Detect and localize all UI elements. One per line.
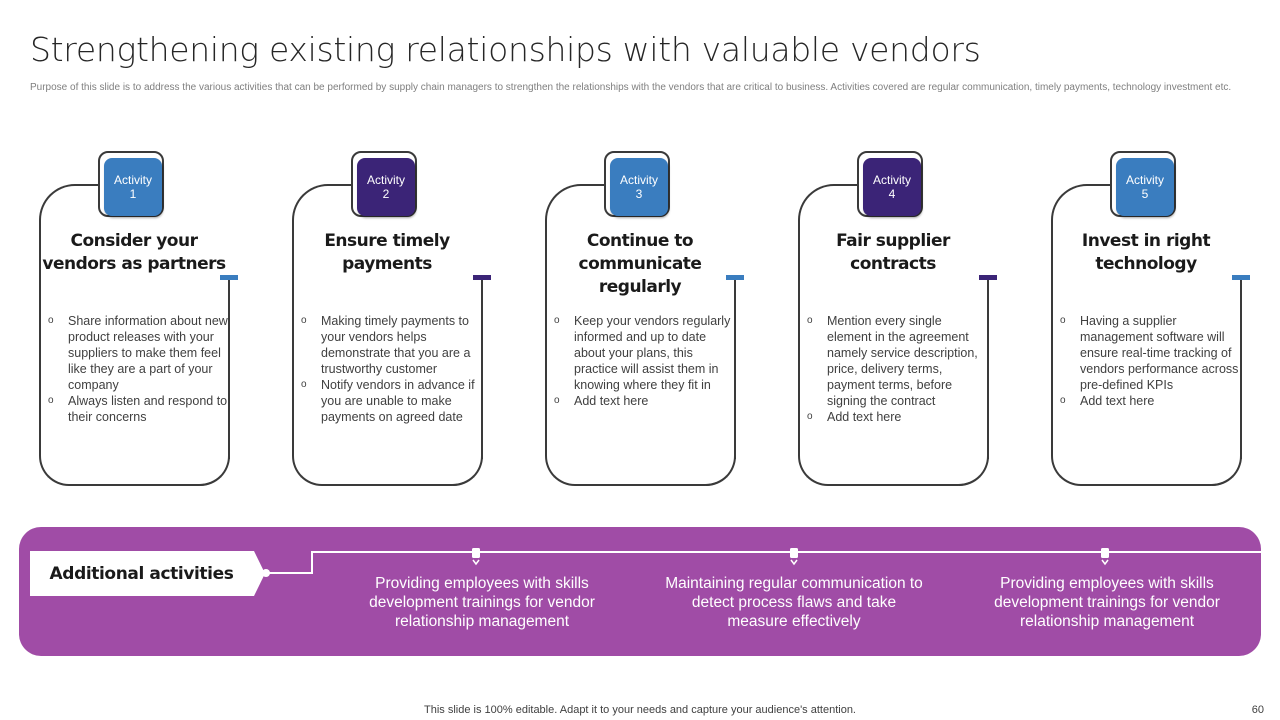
circle-bullet-icon: o [48, 315, 54, 326]
card-corner [706, 456, 736, 486]
card-corner [200, 456, 230, 486]
bullet-item: o Add text here [554, 393, 734, 409]
card-right-line [987, 277, 989, 459]
bullet-text: Add text here [574, 394, 649, 408]
activity-badge-label: Activity [619, 173, 658, 187]
activity-bullets: o Share information about new product rel… [48, 313, 228, 425]
activity-badge-number: 2 [382, 187, 390, 201]
additional-item: Providing employees with skills developm… [994, 575, 1220, 630]
card-right-line [1240, 277, 1242, 459]
additional-item: Providing employees with skills developm… [369, 575, 595, 630]
activity-bullets: o Mention every single element in the agr… [807, 313, 987, 425]
activity-heading: Consider your vendors as partners [42, 231, 226, 274]
bullet-text: Add text here [827, 410, 902, 424]
footer-note: This slide is 100% editable. Adapt it to… [424, 704, 856, 716]
slide-subtitle: Purpose of this slide is to address the … [30, 82, 1232, 93]
activity-badge-label: Activity [366, 173, 405, 187]
bullet-item: o Always listen and respond to their conc… [48, 393, 228, 425]
circle-bullet-icon: o [1060, 395, 1066, 406]
activity-badge-number: 1 [129, 187, 137, 201]
circle-bullet-icon: o [1060, 315, 1066, 326]
bullet-text: Add text here [1080, 394, 1155, 408]
activity-badge-number: 3 [635, 187, 643, 201]
circle-bullet-icon: o [807, 315, 813, 326]
bullet-item: o Add text here [1060, 393, 1240, 409]
bullet-item: o Having a supplier management software w… [1060, 313, 1240, 393]
activity-card: Activity 4 Fair supplier contracts o Ment… [789, 150, 1000, 490]
card-t-cap [726, 275, 744, 280]
activity-badge-label: Activity [113, 173, 152, 187]
bullet-text: Always listen and respond to their conce… [68, 394, 228, 424]
activity-badge-label: Activity [872, 173, 911, 187]
card-corner [1212, 456, 1242, 486]
activity-badge-number: 4 [888, 187, 896, 201]
activity-bullets: o Keep your vendors regularly informed an… [554, 313, 734, 409]
circle-bullet-icon: o [301, 379, 307, 390]
additional-item: Maintaining regular communication to det… [665, 575, 923, 630]
bullet-text: Mention every single element in the agre… [827, 314, 978, 408]
card-right-line [228, 277, 230, 459]
activity-badge-label: Activity [1125, 173, 1164, 187]
circle-bullet-icon: o [554, 395, 560, 406]
circle-bullet-icon: o [807, 411, 813, 422]
activity-heading: Invest in right technology [1081, 231, 1211, 274]
bullet-item: o Making timely payments to your vendors … [301, 313, 481, 377]
activity-heading: Continue to communicate regularly [578, 231, 702, 297]
card-corner [453, 456, 483, 486]
circle-bullet-icon: o [48, 395, 54, 406]
bullet-text: Making timely payments to your vendors h… [321, 314, 471, 376]
page-number: 60 [1251, 704, 1264, 716]
card-t-cap [979, 275, 997, 280]
activity-heading: Fair supplier contracts [836, 231, 950, 274]
bullet-item: o Notify vendors in advance if you are un… [301, 377, 481, 425]
bullet-text: Keep your vendors regularly informed and… [574, 314, 731, 392]
activity-bullets: o Having a supplier management software w… [1060, 313, 1240, 409]
card-t-cap [220, 275, 238, 280]
additional-activities-label: Additional activities [30, 551, 265, 596]
activity-badge: Activity 2 [357, 158, 415, 216]
circle-bullet-icon: o [554, 315, 560, 326]
circle-bullet-icon: o [301, 315, 307, 326]
card-right-line [734, 277, 736, 459]
activity-card: Activity 2 Ensure timely payments o Makin… [283, 150, 494, 490]
activity-badge: Activity 5 [1116, 158, 1174, 216]
activity-badge-number: 5 [1141, 187, 1149, 201]
bullet-text: Notify vendors in advance if you are una… [321, 378, 475, 424]
activity-badge: Activity 4 [863, 158, 921, 216]
card-corner [959, 456, 989, 486]
activity-heading: Ensure timely payments [324, 231, 450, 274]
card-t-cap [473, 275, 491, 280]
activity-badge: Activity 1 [104, 158, 162, 216]
bullet-item: o Keep your vendors regularly informed an… [554, 313, 734, 393]
activity-card: Activity 1 Consider your vendors as part… [30, 150, 241, 490]
activity-badge: Activity 3 [610, 158, 668, 216]
bullet-item: o Add text here [807, 409, 987, 425]
activity-card: Activity 5 Invest in right technology o H… [1042, 150, 1253, 490]
bullet-item: o Mention every single element in the agr… [807, 313, 987, 409]
card-t-cap [1232, 275, 1250, 280]
activity-card: Activity 3 Continue to communicate regul… [536, 150, 747, 490]
bullet-item: o Share information about new product rel… [48, 313, 228, 393]
bullet-text: Having a supplier management software wi… [1080, 314, 1239, 392]
slide-title: Strengthening existing relationships wit… [30, 30, 981, 69]
bullet-text: Share information about new product rele… [68, 314, 228, 392]
card-right-line [481, 277, 483, 459]
activity-bullets: o Making timely payments to your vendors … [301, 313, 481, 425]
